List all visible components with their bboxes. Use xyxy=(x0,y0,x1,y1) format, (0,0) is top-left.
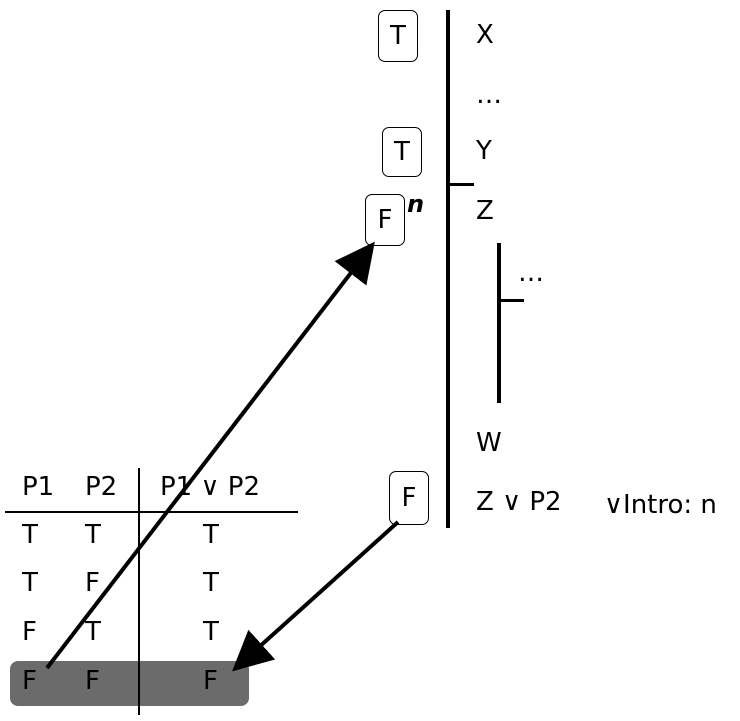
table-cell: F xyxy=(203,666,218,696)
proof-line-w: W xyxy=(476,428,502,458)
proof-scope-line xyxy=(446,10,450,528)
table-cell: T xyxy=(203,520,219,550)
highlighted-row xyxy=(10,661,249,706)
truth-value-box-x: T xyxy=(378,10,418,62)
proof-line-x: X xyxy=(476,20,494,50)
table-cell: T xyxy=(22,520,38,550)
truth-value-box-z: F xyxy=(365,194,405,246)
table-header-p1: P1 xyxy=(22,472,55,502)
table-header-rule xyxy=(5,511,298,513)
assumption-label: n xyxy=(407,190,425,218)
table-cell: T xyxy=(22,568,38,598)
table-cell: F xyxy=(22,666,37,696)
proof-ellipsis: … xyxy=(476,80,502,110)
table-cell: F xyxy=(85,666,100,696)
arrow-to-z-box xyxy=(45,241,375,670)
justification-label: ∨Intro: n xyxy=(604,490,717,520)
table-cell: T xyxy=(85,520,101,550)
table-cell: F xyxy=(85,568,100,598)
proof-line-z: Z xyxy=(476,196,494,226)
proof-line-conclusion: Z ∨ P2 xyxy=(476,487,562,517)
arrow-to-table-row xyxy=(232,520,400,672)
proof-line-y: Y xyxy=(476,136,492,166)
truth-value-box-y: T xyxy=(382,127,422,177)
premise-bar xyxy=(446,183,474,186)
subproof-premise-bar xyxy=(497,299,524,302)
table-cell: T xyxy=(203,568,219,598)
table-header-p2: P2 xyxy=(85,472,118,502)
table-cell: T xyxy=(203,617,219,647)
subproof-scope-line xyxy=(497,243,501,403)
subproof-ellipsis: … xyxy=(518,258,544,288)
truth-value-box-conclusion: F xyxy=(389,471,429,525)
table-cell: F xyxy=(22,617,37,647)
table-cell: T xyxy=(85,617,101,647)
table-column-divider xyxy=(138,468,140,715)
